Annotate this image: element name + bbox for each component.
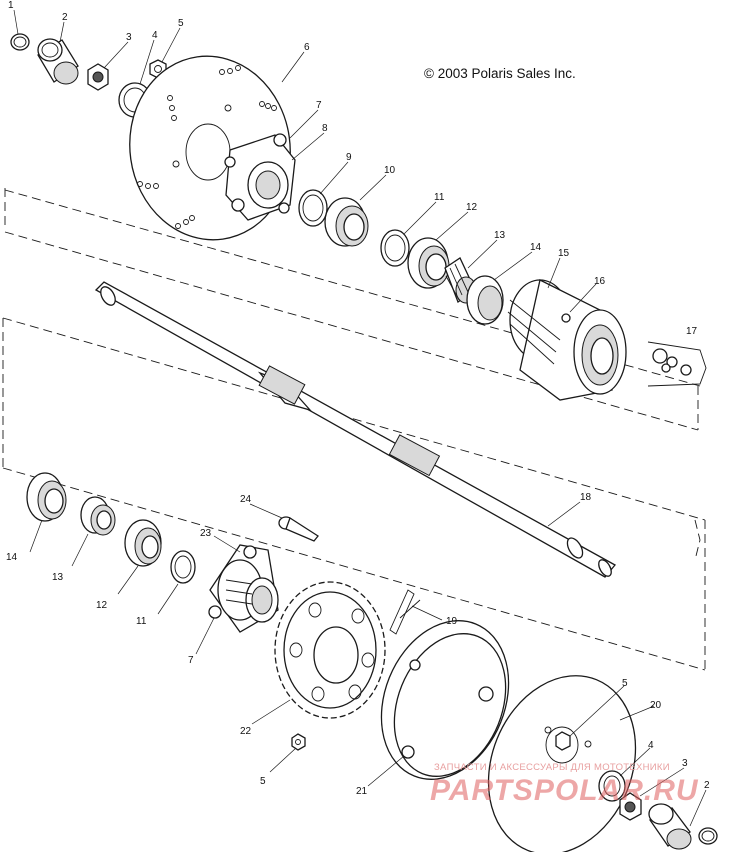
part-12-bearing-cup xyxy=(407,237,450,289)
part-4-washer-lower xyxy=(598,770,626,802)
watermark-brand: PARTSPOLAR.RU xyxy=(430,774,699,807)
callout-label: 14 xyxy=(530,242,542,253)
watermark: ЗАПЧАСТИ И АКСЕССУАРЫ ДЛЯ МОТОТЕХНИКИ PA… xyxy=(430,762,699,807)
callout-label: 11 xyxy=(136,616,147,627)
part-18-axle-shaft xyxy=(94,281,617,578)
part-11-ring xyxy=(380,229,410,267)
part-8-hub xyxy=(224,133,296,221)
part-14-seal-lower xyxy=(26,472,67,522)
callout-label: 22 xyxy=(240,726,252,737)
part-5-nut-lower xyxy=(291,733,306,751)
callout-label: 7 xyxy=(316,100,322,111)
callout-label: 10 xyxy=(384,165,396,176)
callout-label: 15 xyxy=(558,248,570,259)
callout-label: 23 xyxy=(200,528,212,539)
part-20-brake-disc xyxy=(487,675,637,852)
callout-label: 4 xyxy=(648,740,654,751)
callout-label: 13 xyxy=(494,230,506,241)
callout-label: 20 xyxy=(650,700,662,711)
callout-label: 24 xyxy=(240,494,252,505)
part-3-nut xyxy=(87,63,109,91)
part-22-sprocket xyxy=(274,581,386,719)
part-13-tapered-bearing-lower xyxy=(80,496,116,536)
callout-label: 4 xyxy=(152,30,158,41)
part-12-bearing-cup-lower xyxy=(124,519,162,567)
callout-label: 16 xyxy=(594,276,606,287)
callout-label: 14 xyxy=(6,552,18,563)
callout-label: 1 xyxy=(8,0,14,11)
part-11-ring-lower xyxy=(170,550,196,584)
callout-label: 12 xyxy=(96,600,108,611)
part-15-bearing-carrier xyxy=(507,279,627,401)
callout-label: 17 xyxy=(686,326,698,337)
callout-label: 6 xyxy=(304,42,310,53)
part-23-sprocket-hub xyxy=(208,544,279,633)
callout-label: 5 xyxy=(260,776,266,787)
callout-label: 2 xyxy=(62,12,68,23)
callout-label: 11 xyxy=(434,192,445,203)
callout-label: 5 xyxy=(622,678,628,689)
callout-label: 19 xyxy=(446,616,458,627)
callout-label: 12 xyxy=(466,202,478,213)
callout-label: 2 xyxy=(704,780,710,791)
part-21-guard xyxy=(380,620,510,780)
part-1-snap-ring-lower xyxy=(698,827,718,845)
callout-label: 21 xyxy=(356,786,368,797)
callout-label: 3 xyxy=(682,758,688,769)
assembly-centerlines xyxy=(2,188,706,671)
part-3-nut-lower xyxy=(619,792,642,821)
watermark-tagline: ЗАПЧАСТИ И АКСЕССУАРЫ ДЛЯ МОТОТЕХНИКИ xyxy=(434,762,670,773)
part-2-bushing xyxy=(37,38,79,85)
callout-label: 7 xyxy=(188,655,194,666)
part-2-bushing-lower xyxy=(648,803,692,850)
part-9-ring xyxy=(298,189,328,227)
part-10-bearing-race xyxy=(324,197,369,247)
copyright-notice: © 2003 Polaris Sales Inc. xyxy=(424,66,576,81)
callout-label: 13 xyxy=(52,572,64,583)
callout-leaders xyxy=(13,9,707,827)
part-24-bolt xyxy=(278,516,319,542)
part-1-snap-ring xyxy=(10,33,30,51)
callout-label: 9 xyxy=(346,152,352,163)
part-19-fastener xyxy=(389,589,421,635)
part-17-hardware xyxy=(647,341,707,387)
part-14-seal xyxy=(466,275,504,325)
callout-labels: 1 2 3 4 5 6 7 8 9 10 11 12 13 14 15 16 1… xyxy=(6,0,710,797)
callout-label: 8 xyxy=(322,123,328,134)
callout-label: 18 xyxy=(580,492,592,503)
callout-label: 5 xyxy=(178,18,184,29)
callout-label: 3 xyxy=(126,32,132,43)
